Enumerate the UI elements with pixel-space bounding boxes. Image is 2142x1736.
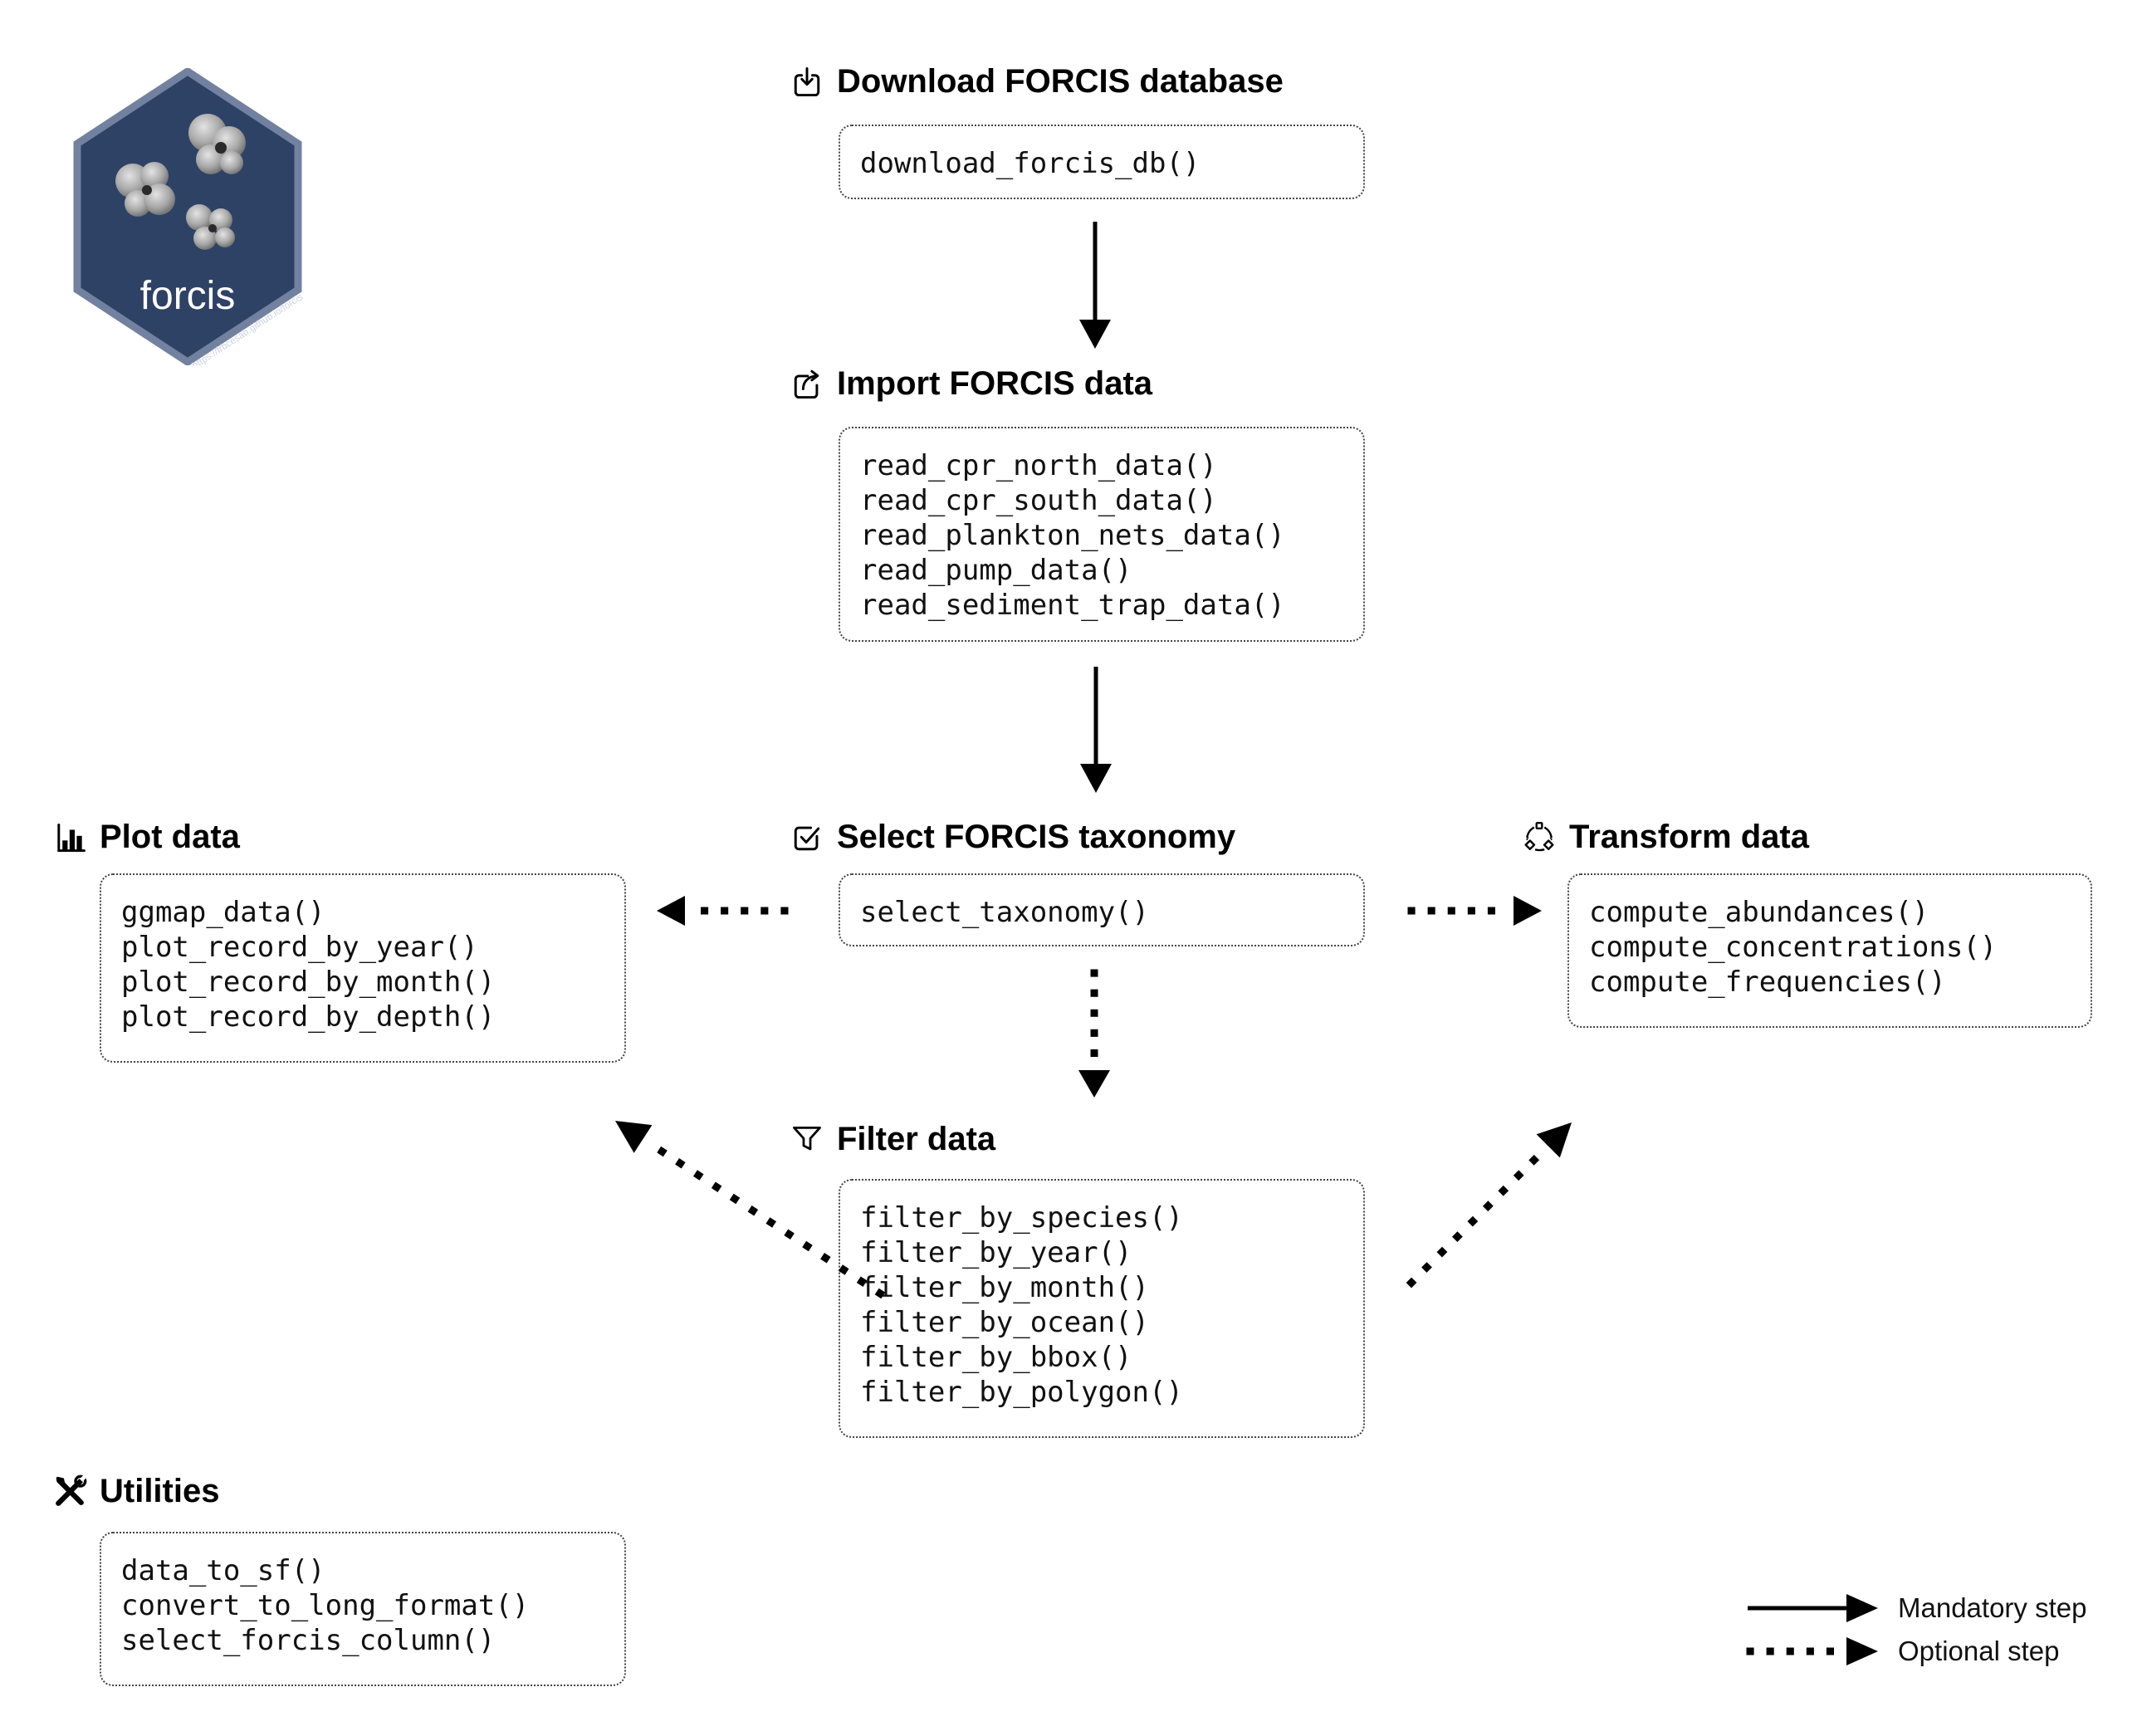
hexagon-sticker: forcis https://frbcesab.github.io/forcis bbox=[73, 66, 305, 371]
legend-mandatory-arrow bbox=[1748, 1594, 1878, 1622]
arrow-download-to-import bbox=[1079, 222, 1111, 349]
section-title: Transform data bbox=[1569, 819, 1809, 855]
legend-optional-arrow bbox=[1746, 1637, 1878, 1665]
foram-bottom-right bbox=[186, 204, 235, 250]
export-box-icon bbox=[794, 369, 819, 399]
plot-functions-box: ggmap_data() plot_record_by_year() plot_… bbox=[100, 873, 626, 1063]
foram-left bbox=[115, 162, 175, 217]
utilities-functions-box: data_to_sf() convert_to_long_format() se… bbox=[100, 1532, 626, 1686]
arrow-select-to-filter bbox=[1078, 969, 1110, 1098]
foraminifera-images bbox=[115, 114, 246, 250]
crossed-tools-icon bbox=[56, 1474, 87, 1506]
section-title: Filter data bbox=[837, 1121, 996, 1157]
funnel-icon bbox=[793, 1126, 821, 1150]
download-functions-box: download_forcis_db() bbox=[839, 125, 1365, 199]
section-header-transform: Transform data bbox=[1521, 819, 1809, 856]
section-title: Utilities bbox=[100, 1473, 220, 1509]
transform-shapes-icon bbox=[1524, 821, 1554, 851]
arrow-filter-to-transform bbox=[1406, 1122, 1572, 1289]
section-header-select: Select FORCIS taxonomy bbox=[789, 819, 1235, 856]
section-header-utilities: Utilities bbox=[51, 1473, 219, 1510]
download-tray-icon bbox=[794, 66, 820, 96]
section-header-plot: Plot data bbox=[51, 819, 240, 856]
arrow-select-to-plot bbox=[657, 896, 789, 926]
arrow-select-to-transform bbox=[1407, 896, 1542, 926]
section-title: Plot data bbox=[100, 819, 240, 855]
section-header-import: Import FORCIS data bbox=[789, 365, 1152, 403]
arrow-import-to-select bbox=[1080, 667, 1112, 793]
foram-top-right bbox=[188, 114, 246, 174]
filter-functions-box: filter_by_species() filter_by_year() fil… bbox=[839, 1179, 1365, 1438]
logo-title: forcis bbox=[140, 274, 236, 318]
checkbox-icon bbox=[794, 826, 820, 850]
section-header-filter: Filter data bbox=[789, 1121, 995, 1158]
legend-optional-label: Optional step bbox=[1898, 1636, 2060, 1666]
section-title: Import FORCIS data bbox=[837, 365, 1153, 402]
section-title: Download FORCIS database bbox=[837, 63, 1284, 100]
transform-functions-box: compute_abundances() compute_concentrati… bbox=[1567, 873, 2092, 1028]
select-functions-box: select_taxonomy() bbox=[839, 873, 1365, 946]
legend-mandatory-label: Mandatory step bbox=[1898, 1592, 2087, 1623]
section-header-download: Download FORCIS database bbox=[789, 63, 1284, 100]
import-functions-box: read_cpr_north_data() read_cpr_south_dat… bbox=[839, 427, 1365, 642]
bar-chart-icon bbox=[57, 823, 86, 852]
forcis-hex-logo: forcis https://frbcesab.github.io/forcis bbox=[56, 66, 319, 371]
section-title: Select FORCIS taxonomy bbox=[837, 819, 1236, 855]
